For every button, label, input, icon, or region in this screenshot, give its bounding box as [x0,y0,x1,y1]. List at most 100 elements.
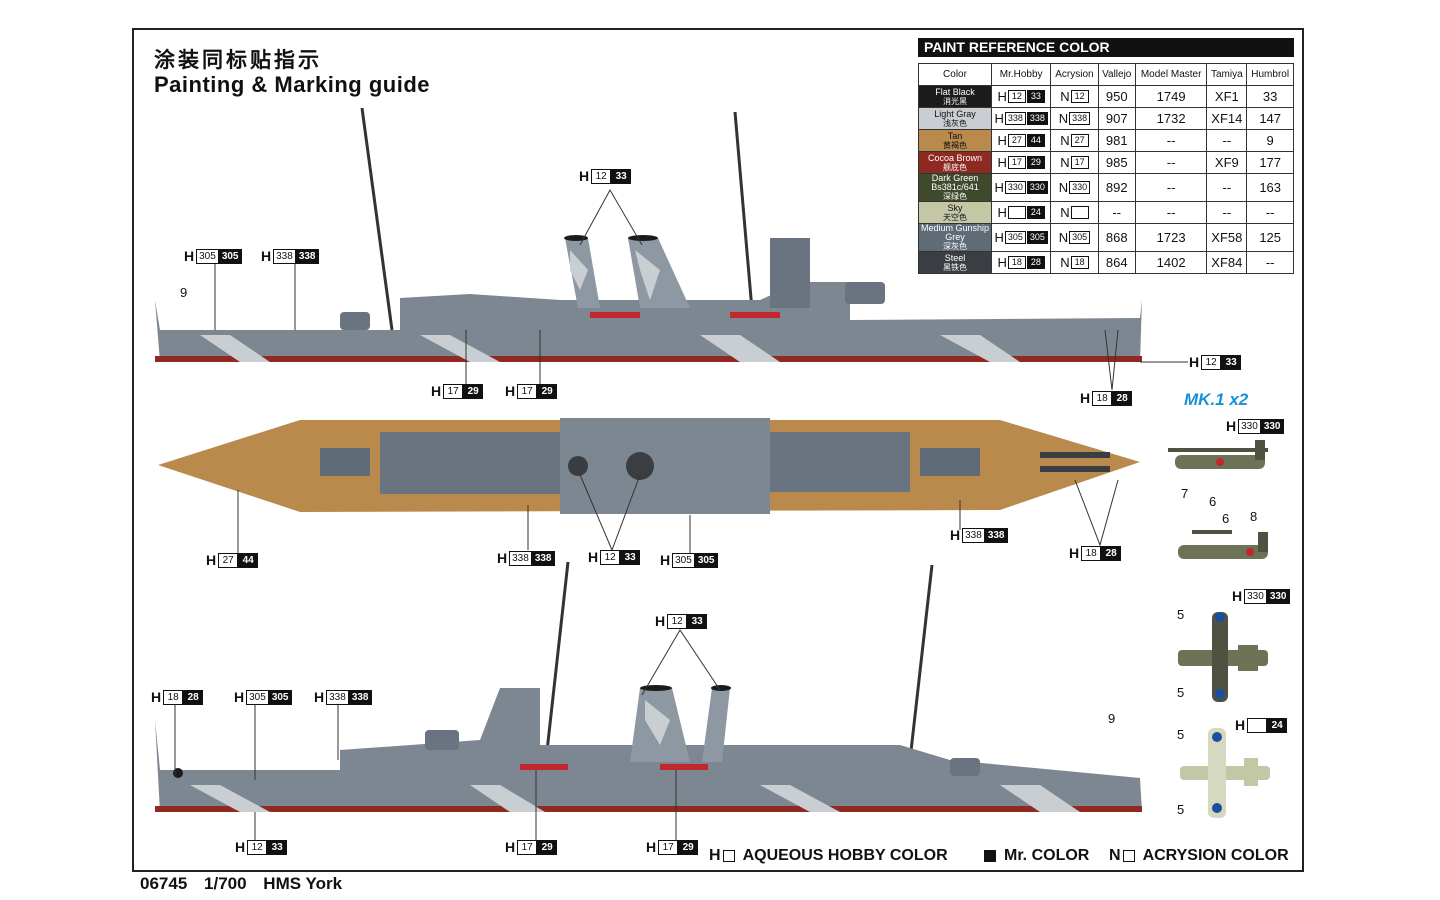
h-code-2: 338 [1026,112,1048,125]
footer: 06745 1/700 HMS York [140,874,354,894]
col-vallejo: Vallejo [1097,63,1136,86]
legend-mr-label: Mr. COLOR [1004,847,1090,864]
callout-letter: H [588,549,599,565]
callout-code-2: 29 [537,383,558,399]
h-code-1: 17 [1007,156,1026,169]
callout-letter: H [151,689,162,705]
paint-tamiya: -- [1206,129,1248,152]
superstructure-top [155,282,1142,362]
callout-code-1: 12 [600,549,621,565]
callout-code-2: 28 [183,689,204,705]
n-code: 338 [1069,112,1091,125]
h-code-1: 27 [1007,134,1026,147]
footer-code: 06745 [140,874,188,893]
hull-waterline-bottom [155,806,1142,812]
funnel-cap-1-bottom [640,685,672,691]
callout-code-1: 17 [443,383,464,399]
legend-n-box-icon [1122,850,1135,862]
funnel-2-bottom [702,688,730,762]
paint-model-master: -- [1134,173,1208,202]
paint-swatch: Medium Gunship Grey 深灰色 [918,223,992,252]
plan-turret-fore [920,448,980,476]
legend-n-letter: N [1109,847,1121,864]
paint-tamiya: -- [1206,173,1248,202]
n-code: 12 [1070,90,1089,103]
paint-humbrol: 9 [1246,129,1294,152]
callout-code-2: 24 [1267,717,1288,733]
dazzle-d-top [940,335,1020,362]
callout-letter: H [1080,390,1091,406]
paint-name-en: Flat Black [935,86,975,97]
legend-acrysion-label: ACRYSION COLOR [1142,847,1289,864]
paint-humbrol: 33 [1246,85,1294,108]
callout-letter: H [660,552,671,568]
callout-code-1: 12 [591,168,612,184]
paint-name-en: Medium Gunship Grey [920,223,990,242]
callout-code-2: 33 [620,549,641,565]
paint-table: Color Mr.Hobby Acrysion Vallejo Model Ma… [918,63,1294,274]
callout-code-2: 338 [531,550,555,566]
callout-code-1: 27 [218,552,239,568]
callout-letter: H [1235,717,1246,733]
paint-vallejo: -- [1097,201,1136,224]
paint-humbrol: -- [1246,251,1294,274]
h-code-1: 338 [1004,112,1026,125]
funnel-cap-1-top [564,235,588,241]
callout-code-1: 330 [1244,588,1267,604]
paint-name-cn: 黑铁色 [943,262,967,272]
callout-code-2: 29 [678,839,699,855]
callout-letter: H [579,168,590,184]
paint-model-master: 1732 [1134,107,1208,130]
callout-code-1: 17 [658,839,679,855]
footer-scale: 1/700 [204,874,247,893]
paint-vallejo: 892 [1097,173,1136,202]
callout-code-1: 330 [1238,418,1261,434]
plan-superstructure-aft [380,432,560,494]
paint-vallejo: 981 [1097,129,1136,152]
paint-tamiya: XF14 [1206,107,1248,130]
callout-code-2: 28 [1101,545,1122,561]
callout-letter: H [505,839,516,855]
paint-name-en: Tan [947,130,963,141]
callout-code-2: 338 [348,689,372,705]
paint-model-master: -- [1134,151,1208,174]
aircraft-2 [1178,530,1268,559]
funnel-cap-2-bottom [711,685,731,691]
n-code: 27 [1070,134,1089,147]
paint-name-cn: 天空色 [943,212,967,222]
h-code-2: 44 [1026,134,1045,147]
funnel-dazzle-top [570,250,588,290]
callout-letter: H [235,839,246,855]
legend-h-letter: H [709,847,721,864]
h-code-2: 305 [1026,231,1048,244]
paint-humbrol: 125 [1246,223,1294,252]
paint-swatch: Cocoa Brown 舰底色 [918,151,992,174]
callout-letter: H [431,383,442,399]
legend-acrysion: N ACRYSION COLOR [1109,847,1289,865]
plan-superstructure-fore [770,432,910,492]
callout-letter: H [206,552,217,568]
callout-code-2: 44 [238,552,259,568]
callout-code-2: 338 [295,248,319,264]
paint-name-en: Steel [944,252,966,263]
part-number: 9 [1108,711,1116,726]
color-callout: H 24 [1235,717,1288,733]
callout-code-2: 305 [694,552,718,568]
part-number: 5 [1177,607,1185,622]
ship-side-top [155,107,1142,362]
paint-swatch: Steel 黑铁色 [918,251,992,274]
